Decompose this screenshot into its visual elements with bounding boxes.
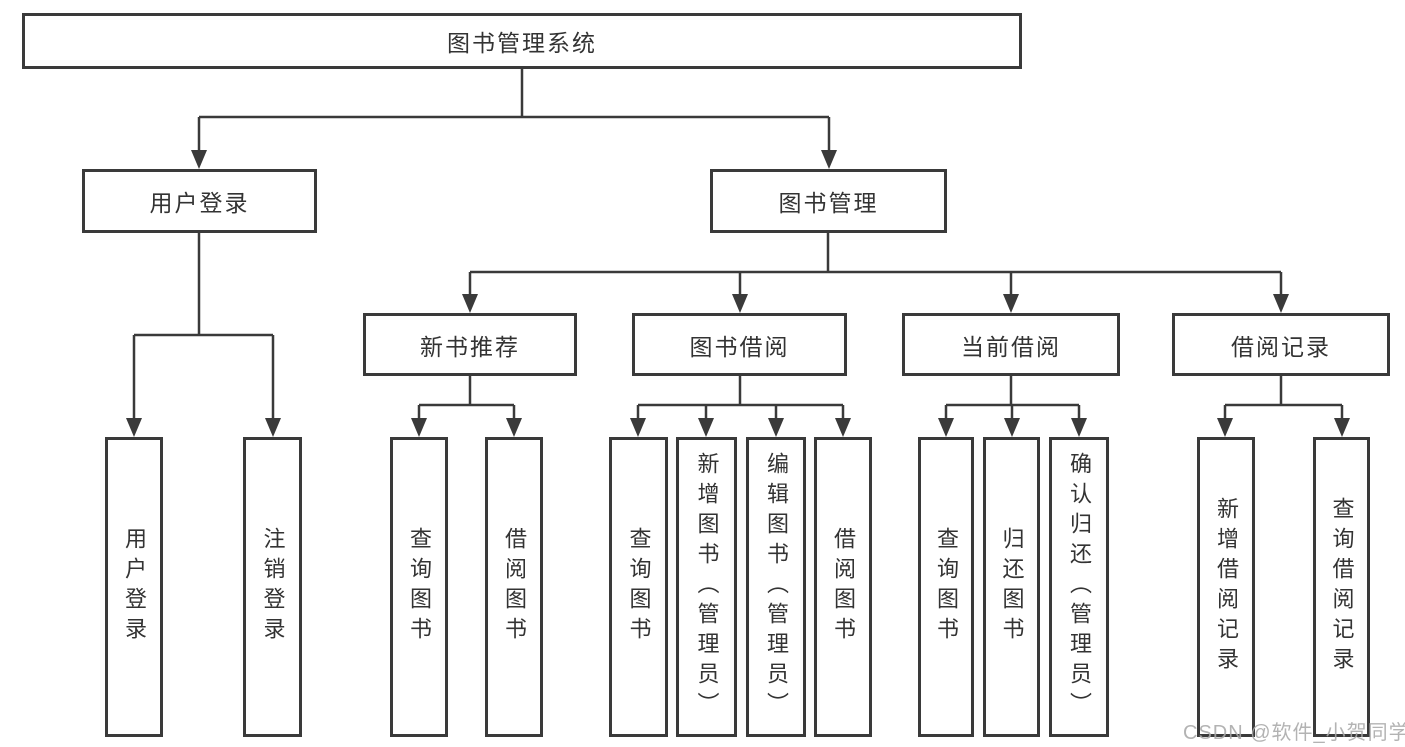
leaf-logout: 注销登录 [243,437,302,737]
node-book-borrowing: 图书借阅 [632,313,847,376]
node-new-book-recommend: 新书推荐 [363,313,577,376]
leaf-borrow-books-recommend: 借阅图书 [485,437,543,737]
leaf-confirm-return-admin: 确认归还（管理员） [1049,437,1109,737]
leaf-add-borrow-record: 新增借阅记录 [1197,437,1255,737]
leaf-return-books: 归还图书 [983,437,1040,737]
leaf-query-borrow-record: 查询借阅记录 [1313,437,1370,737]
node-root-label: 图书管理系统 [447,30,597,56]
leaf-user-login: 用户登录 [105,437,163,737]
node-book-management: 图书管理 [710,169,947,233]
node-borrowing-records: 借阅记录 [1172,313,1390,376]
node-current-borrowing: 当前借阅 [902,313,1120,376]
leaf-borrow-books: 借阅图书 [814,437,872,737]
node-user-login: 用户登录 [82,169,317,233]
leaf-query-books-borrow: 查询图书 [609,437,668,737]
node-book-management-label: 图书管理 [778,190,879,216]
leaf-query-books-current: 查询图书 [918,437,974,737]
csdn-watermark: CSDN @软件_小贺同学 [1183,722,1405,744]
arrowheads [126,150,1350,437]
node-root: 图书管理系统 [22,13,1022,69]
leaf-query-books-recommend: 查询图书 [390,437,448,737]
node-user-login-label: 用户登录 [149,190,250,216]
leaf-edit-books-admin: 编辑图书（管理员） [746,437,806,737]
leaf-add-books-admin: 新增图书（管理员） [676,437,737,737]
